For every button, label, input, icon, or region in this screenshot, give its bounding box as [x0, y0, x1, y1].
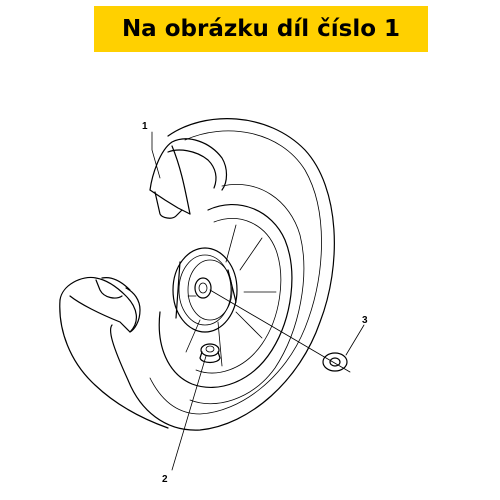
callout-2: 2: [162, 474, 168, 485]
banner-title: Na obrázku díl číslo 1: [121, 16, 401, 42]
title-banner: Na obrázku díl číslo 1: [94, 6, 428, 52]
valve-stem: [199, 343, 221, 364]
callout-1: 1: [142, 121, 148, 132]
tire: [59, 118, 335, 431]
washer: [322, 352, 348, 372]
hub: [172, 247, 238, 333]
leader-lines: [151, 131, 365, 471]
rim: [158, 203, 293, 388]
callout-3: 3: [362, 315, 368, 326]
